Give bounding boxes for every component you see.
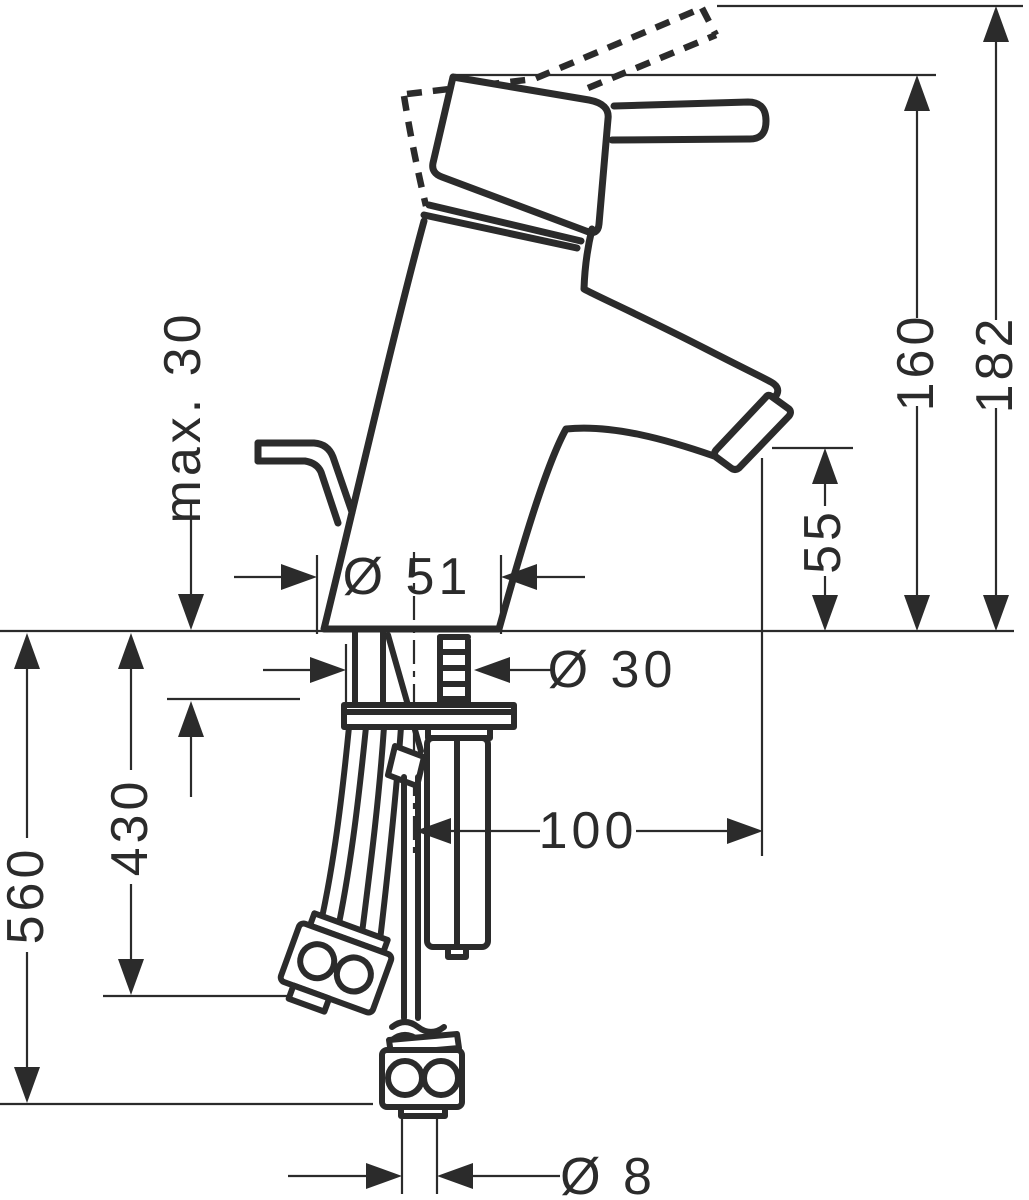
handle-lever	[608, 98, 770, 144]
dim-label-dia8: Ø 8	[560, 1148, 656, 1200]
bottom-connector-tab	[398, 1104, 448, 1119]
dimension-labels: max. 30 560 430 55 160 182 Ø 51 Ø 30 100…	[0, 311, 1024, 1200]
arrow-560-bottom	[14, 1067, 40, 1103]
hose-2-outer	[358, 724, 387, 944]
arrow-dia30-left	[310, 657, 346, 683]
arrow-55-bottom	[812, 595, 838, 631]
connector-tab	[285, 982, 333, 1015]
threaded-shank	[352, 628, 471, 708]
pull-rod-outer	[254, 439, 356, 516]
rod-guide-notch	[445, 944, 469, 960]
arrow-100-right	[727, 818, 763, 844]
dashed-handle-left-edge	[400, 95, 430, 207]
arrow-430-top	[118, 633, 144, 669]
connector-port-left	[297, 941, 338, 982]
arrow-max30-up	[178, 701, 204, 737]
arrow-160-bottom	[904, 595, 930, 631]
faucet-body	[254, 5, 794, 633]
body-left-edge-base-and-spout-underside	[320, 217, 718, 633]
dim-label-dia51: Ø 51	[343, 548, 472, 606]
arrow-430-bottom	[118, 959, 144, 995]
bottom-port-right	[421, 1058, 461, 1098]
hose-connector-bottom	[379, 1031, 465, 1119]
arrow-dia51-right	[501, 564, 537, 590]
hose-connector-angled	[277, 910, 395, 1016]
dim-label-dia30: Ø 30	[548, 641, 677, 699]
handle-raised-position-dashed	[400, 5, 719, 207]
neck-and-spout-top	[580, 225, 782, 406]
dim-label-100: 100	[539, 802, 638, 860]
dim-label-160: 160	[887, 313, 945, 412]
below-deck-assembly	[277, 628, 517, 1119]
arrow-dia8-left	[366, 1163, 402, 1189]
pull-rod-inner	[254, 457, 342, 527]
dim-label-max-deck: max. 30	[154, 311, 212, 524]
cap-seam-upper	[425, 201, 585, 245]
arrow-dia30-right	[474, 657, 510, 683]
arrow-160-top	[904, 75, 930, 111]
aerator	[711, 391, 794, 473]
dim-label-182: 182	[966, 315, 1024, 414]
dimension-lines	[25, 42, 998, 1178]
handle-body	[429, 73, 612, 236]
arrow-55-top	[812, 448, 838, 484]
arrow-dia51-left	[281, 564, 317, 590]
dimension-arrows	[14, 6, 1009, 1189]
dim-label-55: 55	[794, 508, 852, 574]
dashed-lever-end-cap	[699, 6, 719, 37]
popup-rod-upper	[385, 632, 424, 754]
dashed-lever-lower-edge	[586, 31, 718, 92]
arrow-max30-down	[178, 594, 204, 630]
arrow-dia8-right	[437, 1163, 473, 1189]
hose-1-inner	[333, 724, 369, 941]
popup-pull-rod-knob	[254, 439, 356, 527]
dim-label-560: 560	[0, 846, 55, 945]
connector-port-right	[333, 954, 374, 995]
mounting-washer-plate	[341, 702, 517, 730]
arrow-100-left	[415, 818, 451, 844]
arrow-560-top	[14, 633, 40, 669]
dim-label-430: 430	[101, 778, 159, 877]
cap-seam-lower	[420, 211, 581, 252]
arrow-182-bottom	[983, 595, 1009, 631]
arrow-182-top	[983, 6, 1009, 42]
break-symbol-upper	[389, 1019, 447, 1035]
